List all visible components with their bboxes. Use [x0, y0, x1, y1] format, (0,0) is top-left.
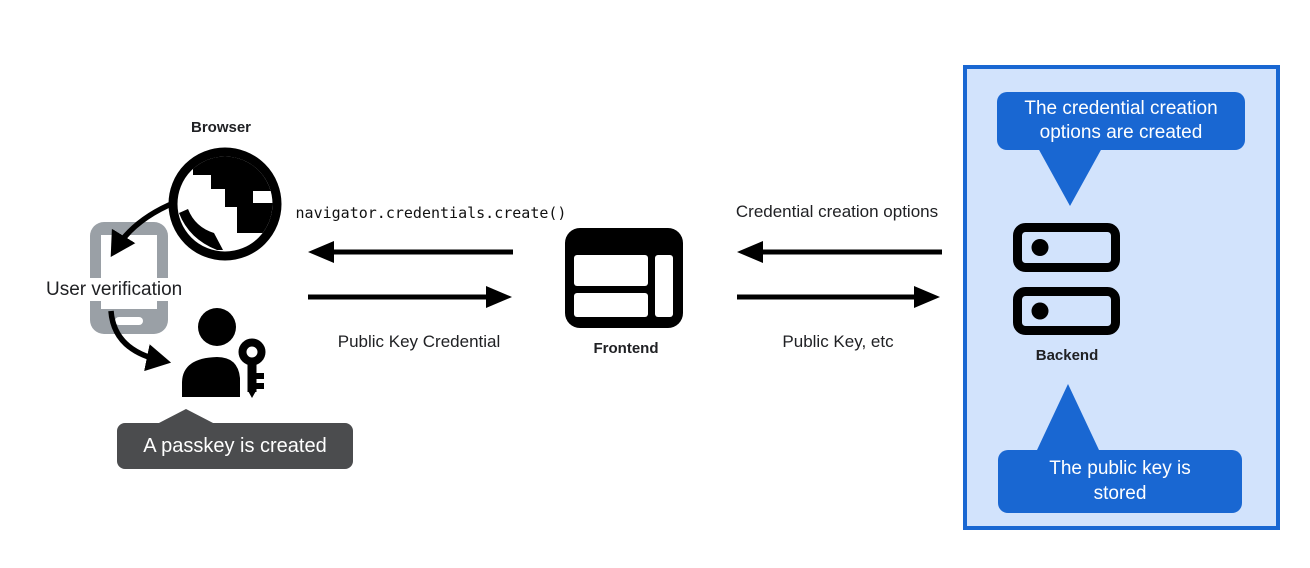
navigator-credentials-create-label: navigator.credentials.create(): [295, 204, 567, 222]
public-key-stored-tooltip: The public key is stored: [998, 450, 1242, 513]
arrow-shaft: [308, 294, 494, 300]
frontend-window-icon: [565, 228, 683, 328]
credential-options-created-tooltip-text: The credential creation options are crea…: [1024, 97, 1218, 143]
credential-creation-options-label: Credential creation options: [735, 202, 939, 221]
frontend-label: Frontend: [593, 340, 659, 357]
arrow-head: [486, 286, 512, 308]
tooltip-tail-up-blue: [1037, 384, 1099, 450]
arrow-browser-to-frontend: [308, 286, 512, 308]
browser-label: Browser: [190, 119, 252, 136]
arrow-shaft: [737, 294, 922, 300]
backend-label: Backend: [1035, 347, 1099, 364]
tooltip-tail-up: [157, 409, 215, 424]
arrow-head: [308, 241, 334, 263]
arrow-head: [914, 286, 940, 308]
backend-server-icon: [1013, 223, 1120, 335]
passkey-created-tooltip: A passkey is created: [117, 409, 353, 469]
arrow-head: [737, 241, 763, 263]
public-key-stored-tooltip-text: The public key is stored: [1049, 458, 1191, 504]
arrow-frontend-to-backend: [737, 286, 940, 308]
arrow-frontend-to-browser: [308, 241, 513, 263]
arrow-shaft: [326, 249, 513, 255]
passkey-created-tooltip-text: A passkey is created: [143, 434, 327, 457]
arrow-shaft: [755, 249, 942, 255]
public-key-credential-label: Public Key Credential: [337, 332, 501, 351]
credential-options-created-tooltip: The credential creation options are crea…: [997, 92, 1245, 150]
user-verification-label: User verification: [43, 278, 186, 301]
user-passkey-icon: [182, 308, 266, 398]
public-key-etc-label: Public Key, etc: [782, 332, 894, 351]
tooltip-tail-down: [1038, 148, 1102, 206]
browser-globe-icon: [168, 147, 282, 261]
arrow-backend-to-frontend: [737, 241, 942, 263]
